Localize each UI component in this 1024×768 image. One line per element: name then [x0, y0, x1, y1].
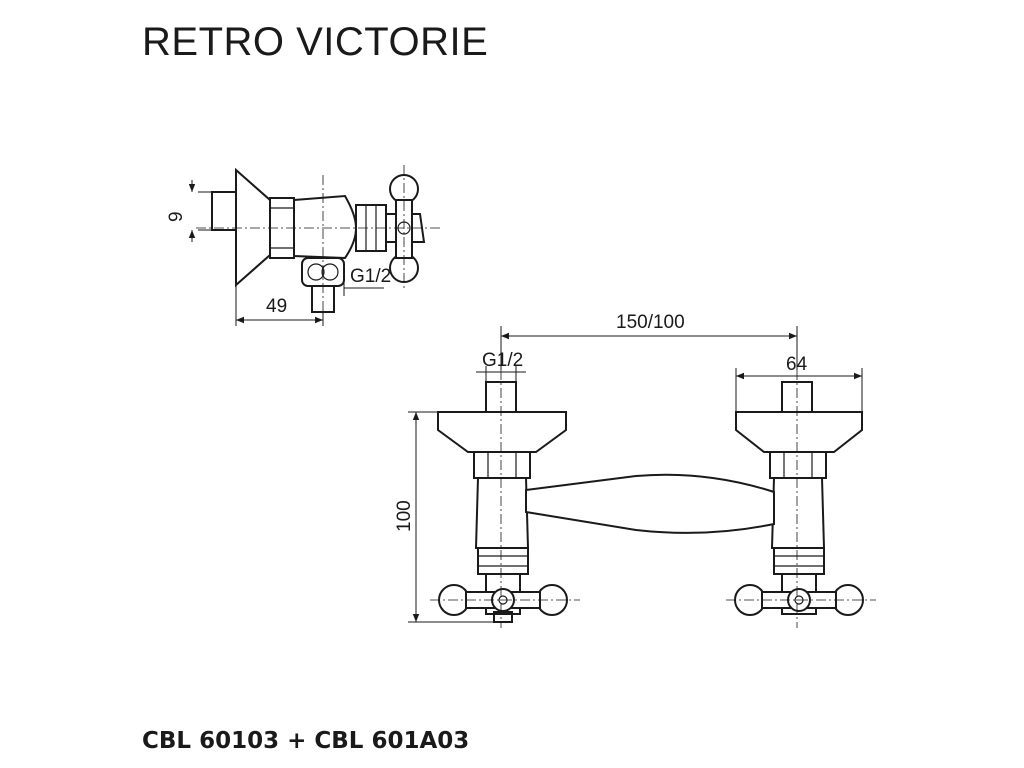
front-view: 150/100 G1/2 64 100	[394, 312, 876, 628]
side-pipe-stub	[211, 191, 237, 231]
dim-side-depth: 49	[266, 296, 287, 317]
front-left-body	[474, 477, 530, 549]
dim-front-thread: G1/2	[482, 350, 523, 371]
side-body	[293, 194, 358, 260]
model-code: CBL 60103 + CBL 601A03	[142, 728, 470, 754]
dim-height: 100	[394, 500, 415, 532]
side-view: 9 49 G1/2	[166, 165, 440, 326]
dim-side-thread: G1/2	[350, 266, 391, 287]
front-left-bonnet	[477, 547, 529, 575]
front-bridge	[525, 473, 775, 534]
page-title: RETRO VICTORIE	[142, 20, 489, 64]
side-wall-flange	[235, 167, 271, 288]
dim-spacing: 150/100	[616, 312, 685, 333]
dim-flange-width: 64	[786, 354, 808, 375]
front-left-flange	[437, 411, 567, 453]
front-right-nut	[769, 451, 827, 479]
front-left-nut	[473, 451, 531, 479]
front-right-bonnet	[773, 547, 825, 575]
front-right-body	[770, 477, 826, 549]
front-right-flange	[735, 411, 863, 453]
dim-side-pipe: 9	[166, 211, 187, 222]
